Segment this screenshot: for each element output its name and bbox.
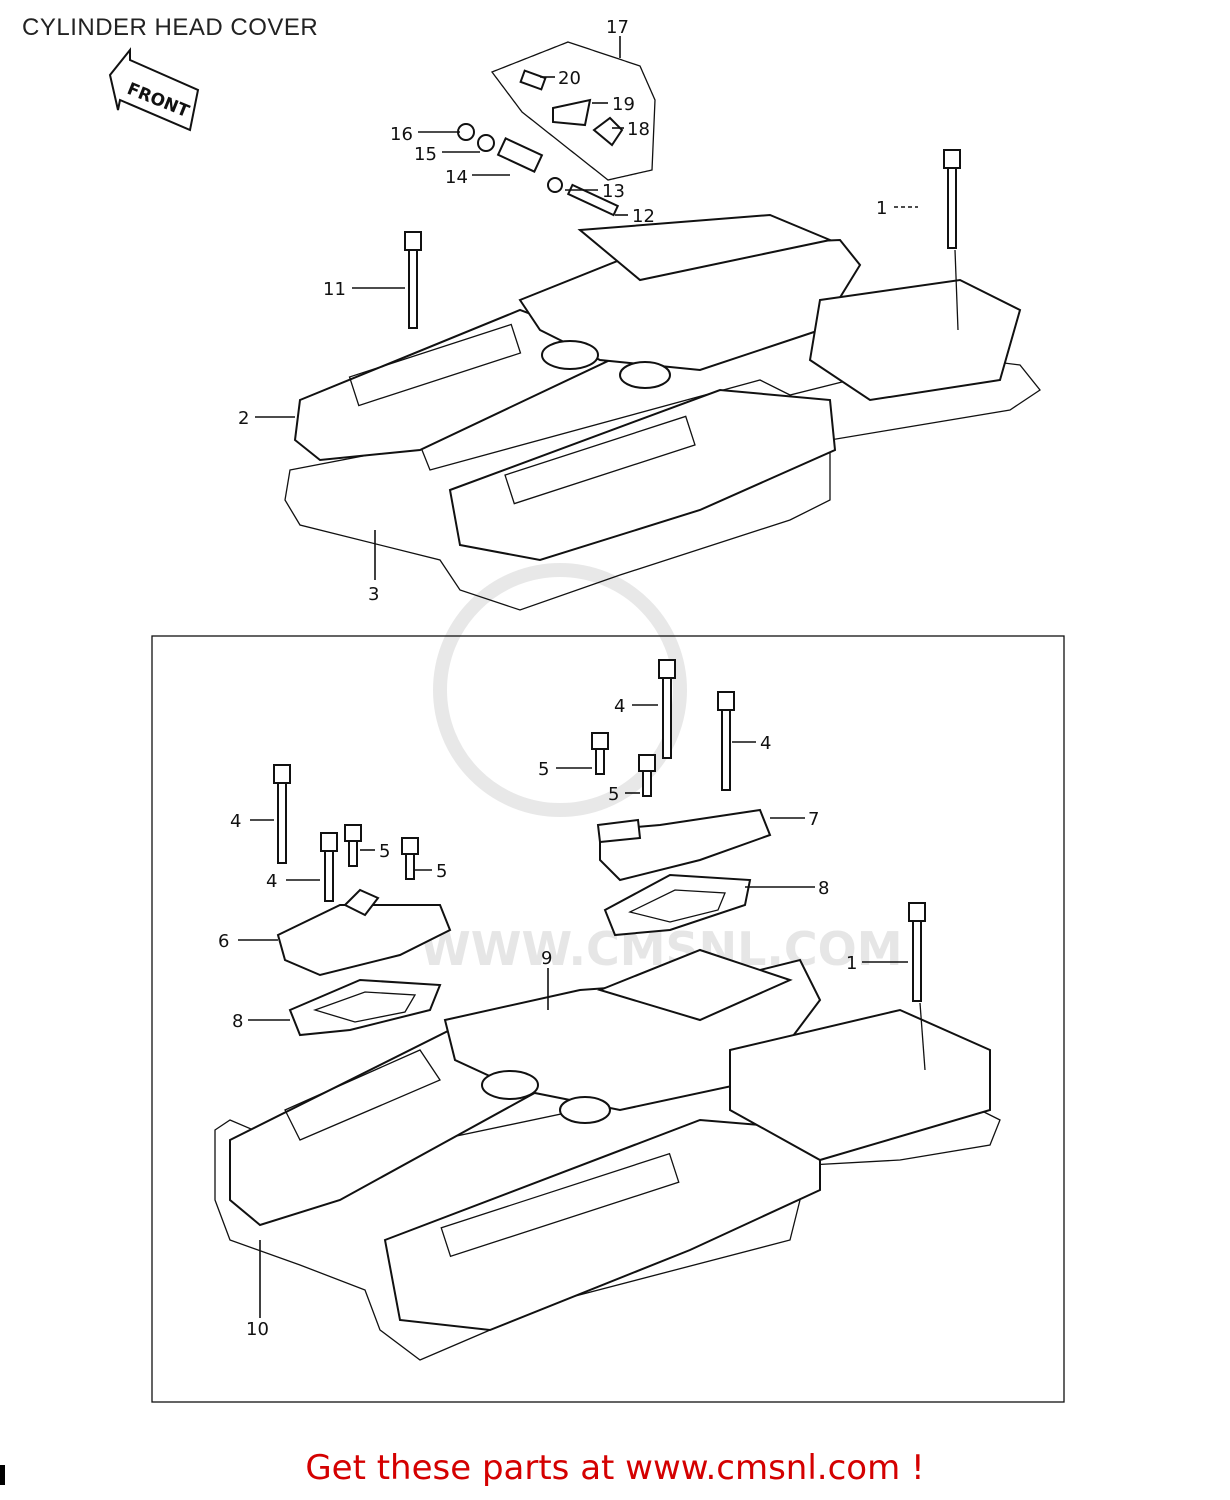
callout-2: 2 bbox=[238, 408, 249, 429]
callout-18: 18 bbox=[627, 119, 650, 140]
footer-link-text[interactable]: Get these parts at www.cmsnl.com ! bbox=[305, 1448, 925, 1488]
callout-labels: 17 20 19 18 16 15 14 13 12 11 1 2 3 4 4 … bbox=[218, 17, 887, 1340]
callout-5-a: 5 bbox=[379, 841, 390, 862]
bolt-4-a-icon bbox=[273, 764, 291, 864]
breather-cover-group bbox=[457, 41, 656, 217]
callout-16: 16 bbox=[390, 124, 413, 145]
gasket-8-right bbox=[603, 873, 752, 937]
callout-13: 13 bbox=[602, 181, 625, 202]
callout-1-lower: 1 bbox=[846, 953, 857, 974]
callout-17: 17 bbox=[606, 17, 629, 38]
callout-15: 15 bbox=[414, 144, 437, 165]
front-arrow-icon: FRONT bbox=[108, 47, 200, 132]
diagram-title: CYLINDER HEAD COVER bbox=[22, 14, 319, 41]
bolt-4-d-icon bbox=[717, 691, 735, 791]
callout-4-d: 4 bbox=[760, 733, 771, 754]
bolt-1-lower-icon bbox=[908, 902, 926, 1071]
callout-14: 14 bbox=[445, 167, 468, 188]
breather-plate-6 bbox=[276, 888, 452, 977]
callout-11: 11 bbox=[323, 279, 346, 300]
bolt-5-b-icon bbox=[401, 837, 419, 880]
callout-20: 20 bbox=[558, 68, 581, 89]
upper-cylinder-head-cover bbox=[284, 213, 1041, 611]
callout-5-c: 5 bbox=[538, 759, 549, 780]
callout-6: 6 bbox=[218, 931, 229, 952]
callout-8-left: 8 bbox=[232, 1011, 243, 1032]
breather-plate-7 bbox=[596, 808, 772, 882]
callout-7: 7 bbox=[808, 809, 819, 830]
callout-5-b: 5 bbox=[436, 861, 447, 882]
bolt-1-upper-icon bbox=[943, 149, 961, 331]
callout-1-upper: 1 bbox=[876, 198, 887, 219]
callout-8-right: 8 bbox=[818, 878, 829, 899]
bolt-5-a-icon bbox=[344, 824, 362, 867]
callout-3: 3 bbox=[368, 584, 379, 605]
callout-5-d: 5 bbox=[608, 784, 619, 805]
bolt-4-b-icon bbox=[320, 832, 338, 902]
gasket-8-left bbox=[288, 978, 442, 1037]
leader-lines bbox=[238, 36, 918, 1318]
lower-assembly-frame bbox=[151, 635, 1065, 1403]
callout-4-c: 4 bbox=[614, 696, 625, 717]
callout-19: 19 bbox=[612, 94, 635, 115]
bolt-5-c-icon bbox=[591, 732, 609, 775]
callout-10: 10 bbox=[246, 1319, 269, 1340]
edge-marker bbox=[0, 1465, 5, 1485]
lower-cylinder-head-cover bbox=[214, 948, 1001, 1361]
bolt-5-d-icon bbox=[638, 754, 656, 797]
callout-4-a: 4 bbox=[230, 811, 241, 832]
callout-9: 9 bbox=[541, 948, 552, 969]
bolt-11-icon bbox=[404, 231, 422, 329]
bolt-4-c-icon bbox=[658, 659, 676, 759]
callout-4-b: 4 bbox=[266, 871, 277, 892]
callout-12: 12 bbox=[632, 206, 655, 227]
